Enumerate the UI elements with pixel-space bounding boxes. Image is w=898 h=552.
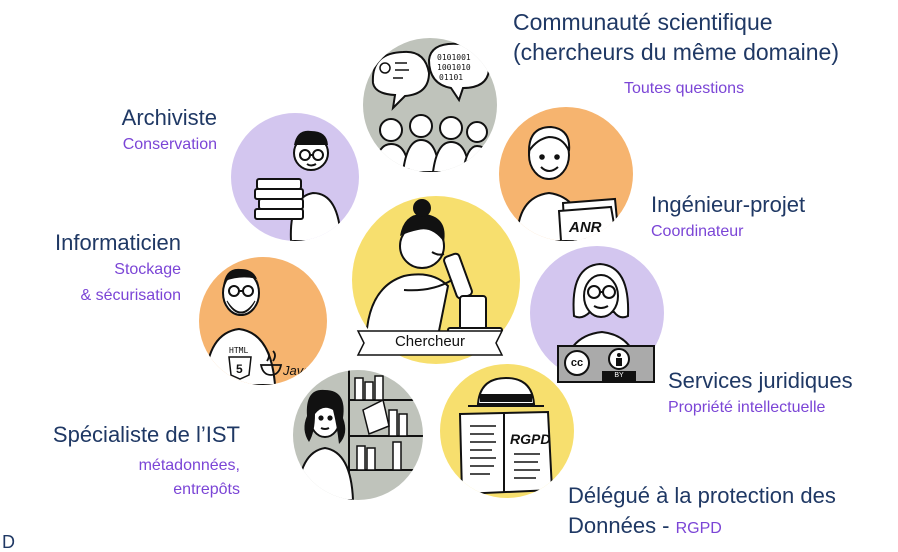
ist-subtitle-line2: entrepôts bbox=[173, 481, 240, 498]
informaticien-subtitle-line2: & sécurisation bbox=[80, 287, 182, 304]
ist-title: Spécialiste de l’IST bbox=[52, 422, 240, 447]
attribution-person-icon bbox=[608, 348, 630, 370]
archiviste-subtitle: Conservation bbox=[122, 136, 217, 153]
folder-label: ANR bbox=[568, 219, 602, 236]
communaute-subtitle: Toutes questions bbox=[624, 80, 745, 97]
crowd-icon: 0101001 1001010 01101 bbox=[371, 42, 495, 172]
corner-mark: D bbox=[2, 532, 15, 552]
java-logo-text: Java bbox=[282, 363, 310, 378]
circle-ingenieur: ANR bbox=[499, 107, 633, 241]
dpo-newspaper-icon: RGPD bbox=[458, 376, 554, 496]
circle-dpd: RGPD bbox=[440, 364, 574, 498]
engineer-icon: ANR bbox=[515, 125, 621, 241]
svg-text:1001010: 1001010 bbox=[437, 63, 471, 72]
shirt-text: HTML bbox=[229, 346, 248, 355]
circle-communaute: 0101001 1001010 01101 bbox=[363, 38, 497, 172]
circle-archiviste bbox=[231, 113, 359, 241]
dpd-title-accent: RGPD bbox=[675, 520, 722, 537]
chercheur-banner: Chercheur bbox=[356, 327, 504, 359]
svg-text:0101001: 0101001 bbox=[437, 53, 471, 62]
archiviste-title: Archiviste bbox=[121, 105, 217, 130]
by-label: BY bbox=[602, 371, 636, 381]
ingenieur-title: Ingénieur-projet bbox=[651, 192, 806, 217]
chercheur-label: Chercheur bbox=[394, 333, 466, 350]
dpd-title-prefix: Données - bbox=[568, 513, 676, 538]
circle-informaticien: HTML 5 Java bbox=[199, 257, 327, 385]
communaute-title-line1: Communauté scientifique bbox=[513, 9, 773, 35]
circle-ist bbox=[293, 370, 423, 500]
ingenieur-subtitle: Coordinateur bbox=[651, 223, 744, 240]
informaticien-title: Informaticien bbox=[55, 230, 181, 255]
dpd-title-line2: Données - RGPD bbox=[568, 513, 722, 542]
java-cup-icon bbox=[259, 350, 283, 376]
juridique-title: Services juridiques bbox=[668, 368, 853, 393]
ist-subtitle-line1: métadonnées, bbox=[138, 457, 240, 474]
shirt-number: 5 bbox=[236, 362, 243, 376]
newspaper-title: RGPD bbox=[510, 431, 550, 447]
svg-text:01101: 01101 bbox=[439, 73, 463, 82]
communaute-title-line2: (chercheurs du même domaine) bbox=[513, 39, 839, 65]
developer-icon: HTML 5 Java bbox=[203, 268, 310, 385]
juridique-subtitle: Propriété intellectuelle bbox=[668, 399, 826, 416]
informaticien-subtitle-line1: Stockage bbox=[114, 261, 181, 278]
cc-icon: cc bbox=[564, 350, 590, 376]
cc-by-badge: cc BY bbox=[557, 345, 655, 383]
archivist-icon bbox=[254, 130, 343, 241]
librarian-icon bbox=[295, 370, 423, 500]
dpd-title-line1: Délégué à la protection des bbox=[568, 483, 836, 508]
